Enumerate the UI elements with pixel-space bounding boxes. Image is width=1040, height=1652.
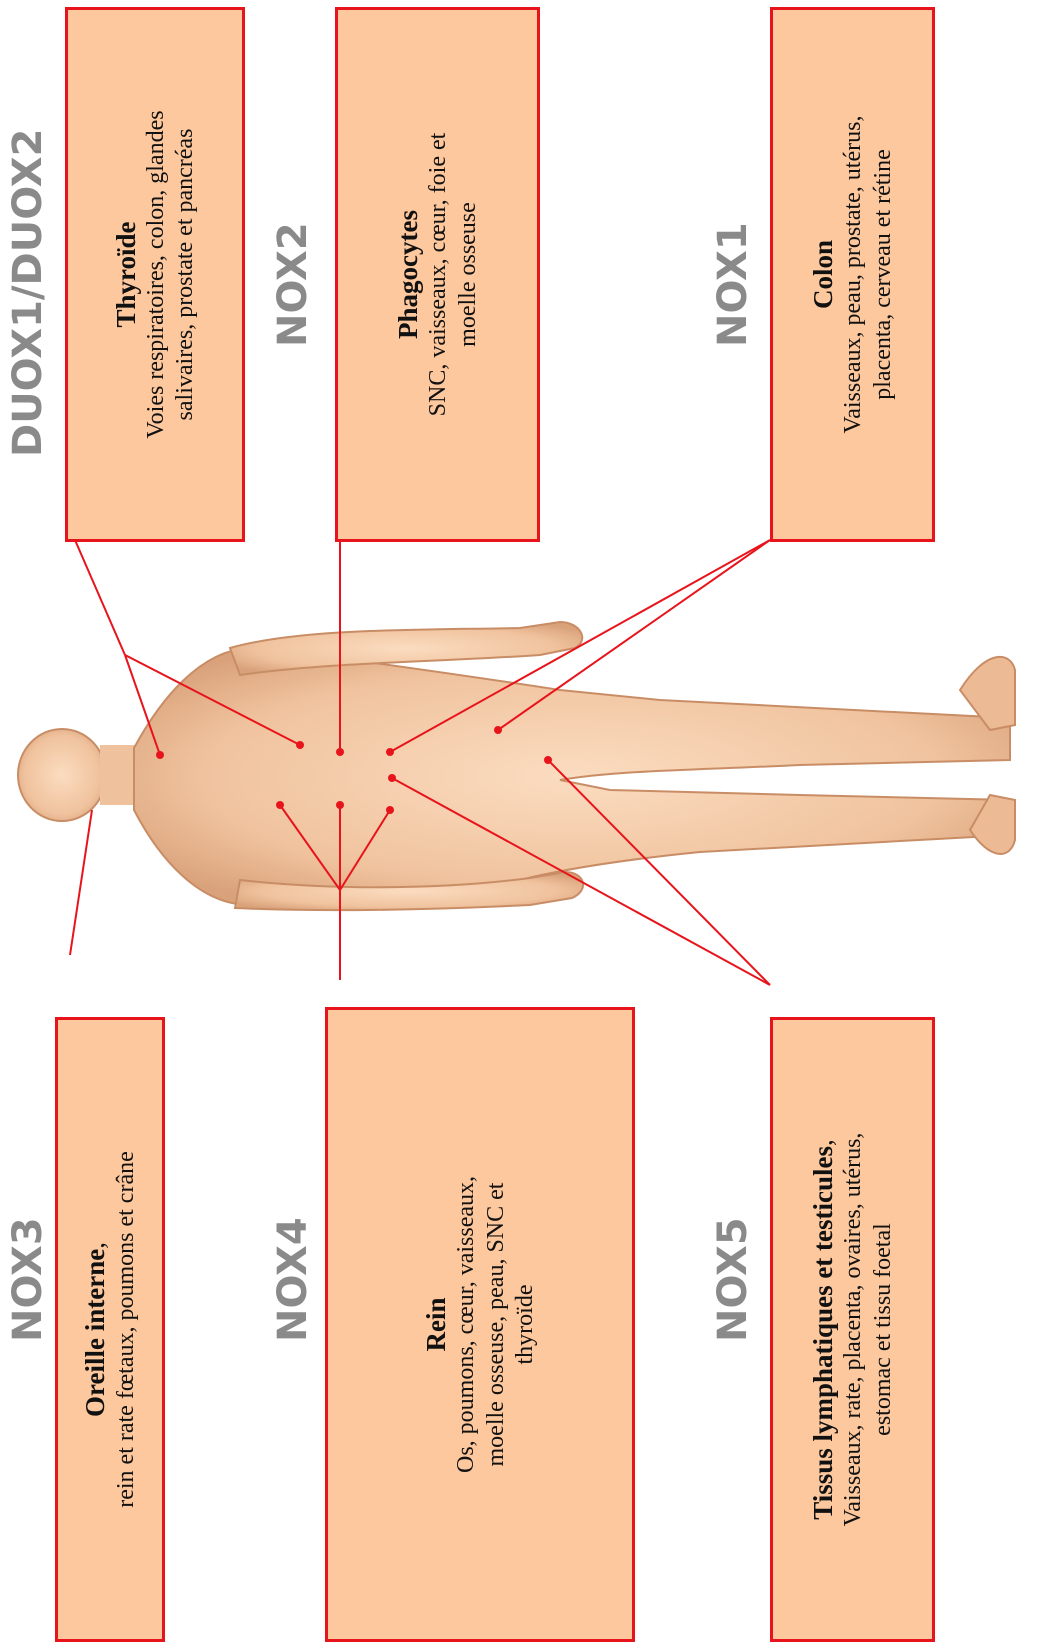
box-nox3-title: Oreille interne, <box>79 1242 111 1417</box>
label-nox4: NOX4 <box>270 1217 316 1342</box>
box-nox4-line-2: moelle osseuse, peau, SNC et <box>482 1183 511 1467</box>
label-duox: DUOX1/DUOX2 <box>5 129 51 457</box>
box-nox4-rein: Rein Os, poumons, cœur, vaisseaux, moell… <box>325 1007 635 1642</box>
box-nox3-title-text: Oreille interne <box>80 1249 110 1417</box>
box-nox4-title: Rein <box>420 1298 452 1352</box>
box-nox1-line-2: placenta, cerveau et rétine <box>869 149 898 400</box>
box-nox2-line-1: SNC, vaisseaux, cœur, foie et <box>424 133 453 417</box>
box-nox3-oreille: Oreille interne, rein et rate fœtaux, po… <box>55 1017 165 1642</box>
box-nox3-title-suffix: , <box>80 1242 110 1249</box>
label-nox2: NOX2 <box>270 222 316 347</box>
box-nox1-title: Colon <box>807 240 839 309</box>
label-nox5: NOX5 <box>710 1217 756 1342</box>
box-duox-line-1: Voies respiratoires, colon, glandes <box>142 110 171 438</box>
box-nox5-line-1: Vaisseaux, rate, placenta, ovaires, utér… <box>839 1133 868 1527</box>
box-nox3-line-1: rein et rate fœtaux, poumons et crâne <box>112 1151 141 1508</box>
box-nox5-title-text: Tissus lymphatiques et testicules <box>808 1146 838 1520</box>
box-duox-title: Thyroïde <box>110 221 142 327</box>
label-nox1: NOX1 <box>710 222 756 347</box>
box-nox4-line-3: thyroïde <box>511 1285 540 1365</box>
box-duox-line-2: salivaires, prostate et pancréas <box>171 129 200 421</box>
box-nox5-title-suffix: , <box>808 1139 838 1146</box>
box-nox1-colon: Colon Vaisseaux, peau, prostate, utérus,… <box>770 7 935 542</box>
box-nox4-line-1: Os, poumons, cœur, vaisseaux, <box>452 1176 481 1473</box>
box-nox2-title: Phagocytes <box>392 210 424 339</box>
box-duox-thyroide: Thyroïde Voies respiratoires, colon, gla… <box>65 7 245 542</box>
box-nox5-tissus: Tissus lymphatiques et testicules, Vaiss… <box>770 1017 935 1642</box>
box-nox5-title: Tissus lymphatiques et testicules, <box>807 1139 839 1520</box>
box-nox5-line-2: estomac et tissu foetal <box>869 1223 898 1436</box>
label-nox3: NOX3 <box>5 1217 51 1342</box>
box-nox2-phagocytes: Phagocytes SNC, vaisseaux, cœur, foie et… <box>335 7 540 542</box>
box-nox1-line-1: Vaisseaux, peau, prostate, utérus, <box>839 116 868 434</box>
box-nox2-line-2: moelle osseuse <box>454 202 483 347</box>
